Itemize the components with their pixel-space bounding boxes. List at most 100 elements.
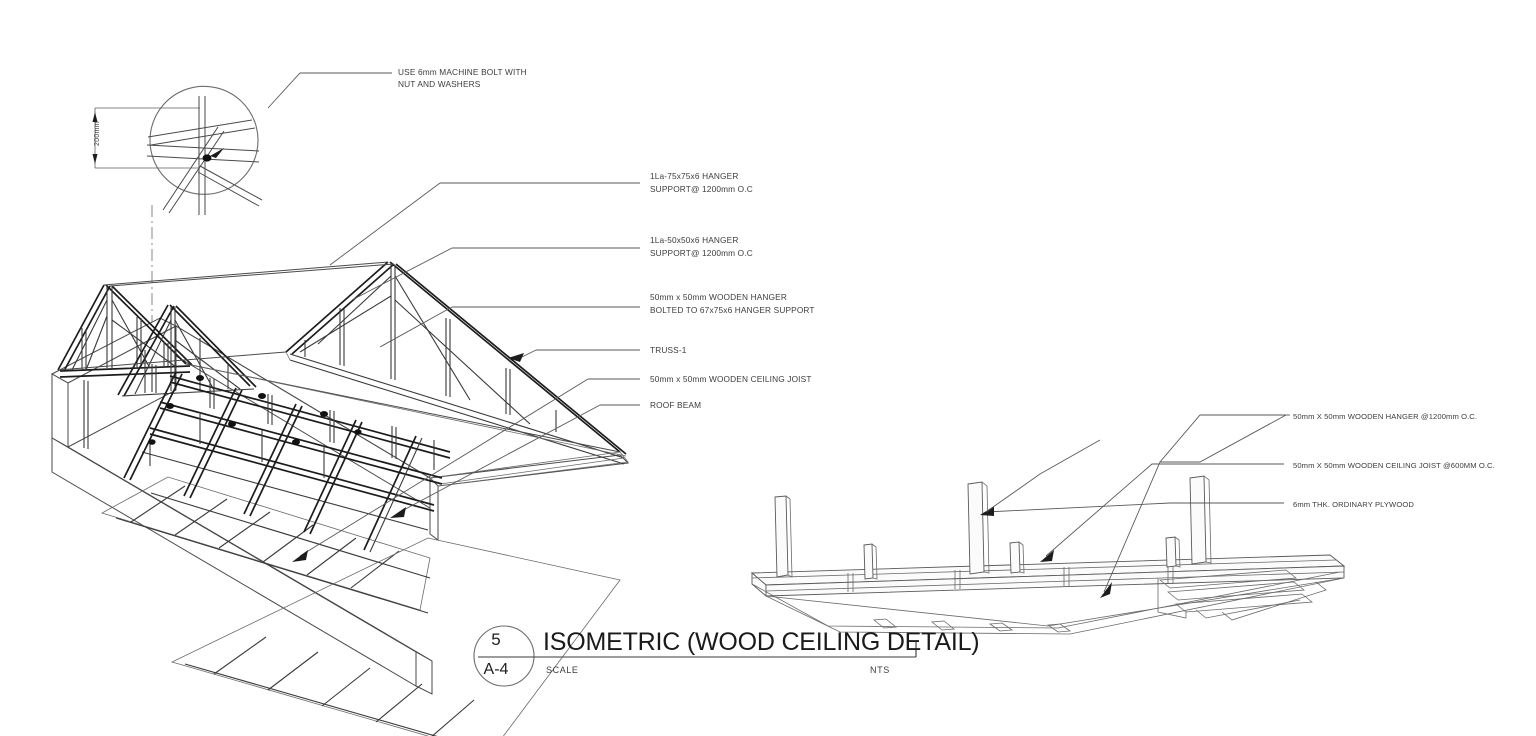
plywood-lower-long [184,663,438,736]
title-detail-number: 5 [491,630,501,649]
gable-rafter-right [105,284,187,365]
truss2-diag-l [134,319,172,395]
leader-diagonal-aux [985,439,1101,513]
title-scale-label: SCALE [546,665,579,675]
roof-ridge-line-b [109,263,395,287]
bolt-node-2 [258,393,266,399]
leader-wooden-hanger-bolted-tail [379,306,453,348]
truss2-rafter-right [169,304,251,387]
gable-diag-r2 [111,319,177,368]
joist-cross-3b [249,405,303,517]
plywood-joint-a3 [218,511,271,549]
roof-eave-left [57,351,287,371]
leader-hanger-1200-arrow [1100,582,1112,598]
plywood-lower-joint-4 [375,683,423,723]
joist-cross-1b [129,373,183,481]
title-detail-circle [473,625,535,687]
bubble-brace-left-a [162,126,219,211]
bubble-diagonal-upper-b [150,127,256,146]
joist-cross-3 [243,403,297,515]
plywood-lower-joint-1 [213,636,267,675]
annotation-wooden-hanger-bolted-line2: BOLTED TO 67x75x6 HANGER SUPPORT [650,305,815,315]
joist-cross-5b [369,437,423,553]
section-hanger-1-side [785,495,793,578]
annotation-section-wooden-hanger: 50mm X 50mm WOODEN HANGER @1200mm O.C. [1293,412,1478,421]
bolt-node-1 [196,375,204,381]
gable-bottom-chord [59,365,191,372]
wooden-hangers-group [83,364,435,478]
gable-rafter-right-b [111,285,193,366]
title-sheet-number: A-4 [483,661,509,678]
bolt-node-8 [354,429,362,435]
slab-joist-line-1 [751,559,1337,579]
bolt-note-leader [267,72,392,109]
annotation-truss-1: TRUSS-1 [650,345,687,355]
truss1-rafter-left [285,261,389,353]
section-hanger-2 [863,543,874,580]
plywood-joint-a6 [350,550,400,589]
soffit-cleat-3 [988,622,1014,632]
plywood-joint-a2 [174,498,228,536]
right-fascia-plane [429,451,629,487]
truss2-rafter-left-b [123,305,175,397]
step-board-2 [1166,581,1306,601]
truss1-diag-r2 [394,299,531,425]
joist-cross-4b [309,421,363,535]
leader-plywood [985,502,1284,513]
joist-long-3 [149,427,435,506]
plywood-soffit-plane-b [751,571,1341,629]
step-board-3 [1174,593,1314,613]
detail-bubble-circle [149,85,259,195]
annotation-hanger-support-75-line2: SUPPORT@ 1200mm O.C [650,184,753,194]
truss1-diag-r1 [394,275,471,401]
roof-beam-front-inner [67,446,433,695]
joist-long-2 [159,401,443,479]
gable-diag-l2 [85,315,108,371]
leader-hanger-support-75-tail [329,182,441,266]
annotation-wooden-ceiling-joist: 50mm x 50mm WOODEN CEILING JOIST [650,374,812,384]
leader-joist-600-arrow [1040,550,1054,562]
annotation-section-plywood: 6mm THK. ORDINARY PLYWOOD [1293,500,1414,509]
plywood-panel-main [100,476,431,611]
roof-beam-front-face [51,437,417,687]
soffit-cleat-1 [872,618,898,629]
joist-cross-4 [303,419,357,533]
section-hanger-3-side [981,481,990,574]
joist-long-1b [169,381,451,459]
truss1-bottom-chord [289,353,625,459]
truss1-rafter-left-b [291,263,395,355]
right-fascia-inner [439,457,625,485]
joist-cross-5 [363,435,417,551]
plywood-lower-joint-5 [431,699,475,736]
bubble-brace-left-b [168,130,225,214]
plywood-lower-joint-3 [321,667,371,707]
bubble-brace-right-b [197,171,260,207]
soffit-cleat-4 [1046,623,1072,633]
leader-hanger-1200 [1103,414,1284,593]
joist-long-3b [149,433,435,512]
gable-bottom-chord-b [59,371,191,378]
bubble-brace-right-a [199,165,263,201]
truss2-bottom-chord [121,388,255,397]
section-hanger-6 [1189,475,1207,565]
bubble-horizontal-top [146,144,260,152]
plywood-soffit-plane [765,577,1345,635]
plywood-joint-a5 [306,537,357,576]
plywood-joint-long-a [115,517,429,614]
plywood-soffit-edge [751,577,1345,627]
truss2-diag-r2 [174,339,241,390]
joist-long-2b [159,407,443,485]
title-block-linework [473,625,917,687]
isometric-view [50,182,640,736]
roof-beam-left-end [51,373,69,448]
section-hanger-6-side [1203,475,1212,564]
dimension-arrow-bottom [92,154,98,164]
roof-beam-rear-top [175,325,431,479]
title-text: ISOMETRIC (WOOD CEILING DETAIL) [543,628,980,656]
leader-roof-beam-tail [397,404,601,514]
bolt-node-4 [166,403,174,409]
bolt-note-line2: NUT AND WASHERS [398,79,481,89]
joist-long-1 [169,375,451,453]
detail-dimension-label: 200mm [94,121,101,146]
